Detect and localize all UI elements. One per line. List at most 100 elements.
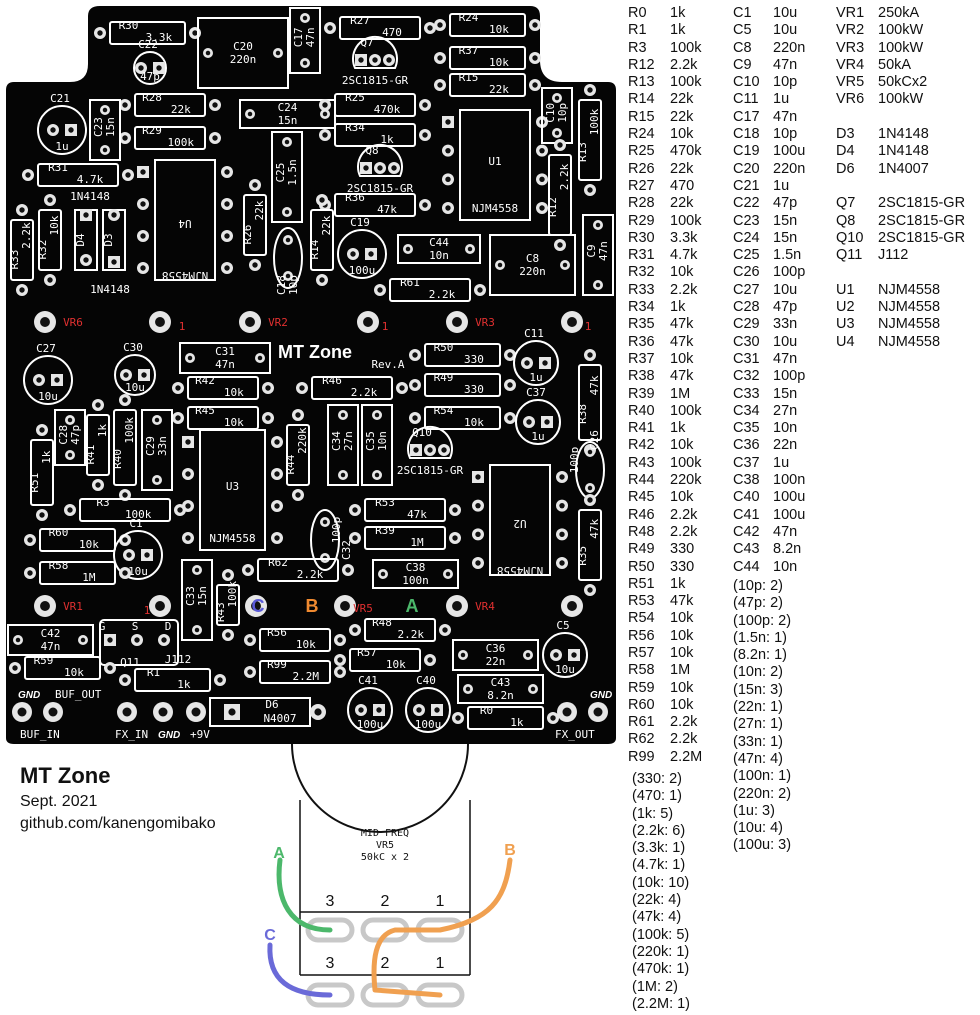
silkscreen-label: C23 xyxy=(92,117,105,137)
resistor-body xyxy=(38,209,62,271)
resistor-count: (1k: 5) xyxy=(632,805,674,822)
silkscreen-label: C29 xyxy=(144,436,157,456)
pot-label-text: VR5 xyxy=(376,840,394,851)
silkscreen-label: 47p xyxy=(140,70,160,83)
drill-hole xyxy=(205,50,211,56)
drill-hole xyxy=(122,135,128,141)
drill-hole xyxy=(155,601,165,611)
silkscreen-label: R3 xyxy=(96,496,109,509)
transistor-outline xyxy=(352,35,398,69)
drill-hole xyxy=(247,669,253,675)
silkscreen-label: 47n xyxy=(41,640,61,653)
silkscreen-label: 8.2n xyxy=(487,689,514,702)
resistor-body xyxy=(578,364,602,441)
resistor-body xyxy=(467,706,544,730)
drill-hole xyxy=(140,265,146,271)
drill-hole xyxy=(363,165,369,171)
capacitor-body xyxy=(179,342,271,374)
silkscreen-label: 10k xyxy=(296,638,316,651)
project-url: github.com/kanengomibako xyxy=(20,815,216,832)
silkscreen-label: R24 xyxy=(459,11,479,24)
resistor-body xyxy=(286,424,310,486)
drill-hole xyxy=(102,147,108,153)
drill-hole xyxy=(422,202,428,208)
mark-a: A xyxy=(406,596,419,616)
drill-hole xyxy=(322,102,328,108)
drill-hole xyxy=(257,355,263,361)
drill-hole xyxy=(319,277,325,283)
silkscreen-label: 1u xyxy=(529,371,542,384)
drill-hole xyxy=(475,560,481,566)
drill-hole xyxy=(507,382,513,388)
pot-label-text: MID FREQ xyxy=(361,828,409,839)
silkscreen-label: C1 xyxy=(129,517,142,530)
pot-label: VR4 xyxy=(475,600,495,613)
drill-hole xyxy=(539,147,545,154)
drill-hole xyxy=(228,708,236,716)
drill-hole xyxy=(107,637,113,643)
drill-hole xyxy=(559,560,565,566)
label-fx-out: FX_OUT xyxy=(555,728,595,741)
resistor-body xyxy=(134,668,211,692)
electrolytic-outline xyxy=(542,632,588,678)
drill-hole xyxy=(327,25,333,31)
silkscreen-label: R37 xyxy=(459,44,479,57)
silkscreen-label: 2.2k xyxy=(558,163,571,190)
drill-hole xyxy=(544,419,550,425)
drill-hole xyxy=(134,637,140,643)
drill-hole xyxy=(224,233,230,239)
electrolytic-outline xyxy=(337,229,387,279)
silkscreen-label: 2.2k xyxy=(297,568,324,581)
silkscreen-label: 100u xyxy=(357,718,384,731)
capacitor-count: (100n: 1) xyxy=(733,768,792,785)
drill-hole xyxy=(442,627,448,633)
drill-hole xyxy=(587,187,593,193)
ic-outline xyxy=(459,109,531,221)
resistor-body xyxy=(449,13,526,37)
resistor-body xyxy=(449,46,526,70)
drill-hole xyxy=(67,452,73,458)
silkscreen-label: C11 xyxy=(524,327,544,340)
pcb-outline xyxy=(6,6,616,744)
drill-hole xyxy=(156,65,162,71)
drill-hole xyxy=(412,415,418,421)
silkscreen-label: J112 xyxy=(165,653,192,666)
drill-hole xyxy=(302,15,308,21)
silkscreen-label: 22k xyxy=(320,215,333,235)
drill-hole xyxy=(192,30,198,36)
drill-hole xyxy=(27,570,33,576)
silkscreen-label: R12 xyxy=(546,197,559,217)
drill-hole xyxy=(571,652,577,658)
silkscreen-label: S xyxy=(132,620,139,633)
silkscreen-label: R59 xyxy=(34,654,54,667)
silkscreen-label: 2.2k xyxy=(20,222,33,249)
silkscreen-label: NJM4558 xyxy=(497,564,543,577)
ic-outline xyxy=(489,464,551,576)
resistor-body xyxy=(364,526,446,550)
silkscreen-label: U4 xyxy=(178,217,192,230)
silkscreen-label: C10 xyxy=(544,103,557,123)
silkscreen-label: 10k xyxy=(464,416,484,429)
drill-hole xyxy=(212,102,218,108)
silkscreen-label: 1N4148 xyxy=(90,283,130,296)
capacitor-count: (10p: 2) xyxy=(733,578,783,594)
silkscreen-label: C40 xyxy=(416,674,436,687)
drill-hole xyxy=(593,707,603,717)
drill-hole xyxy=(251,601,261,611)
